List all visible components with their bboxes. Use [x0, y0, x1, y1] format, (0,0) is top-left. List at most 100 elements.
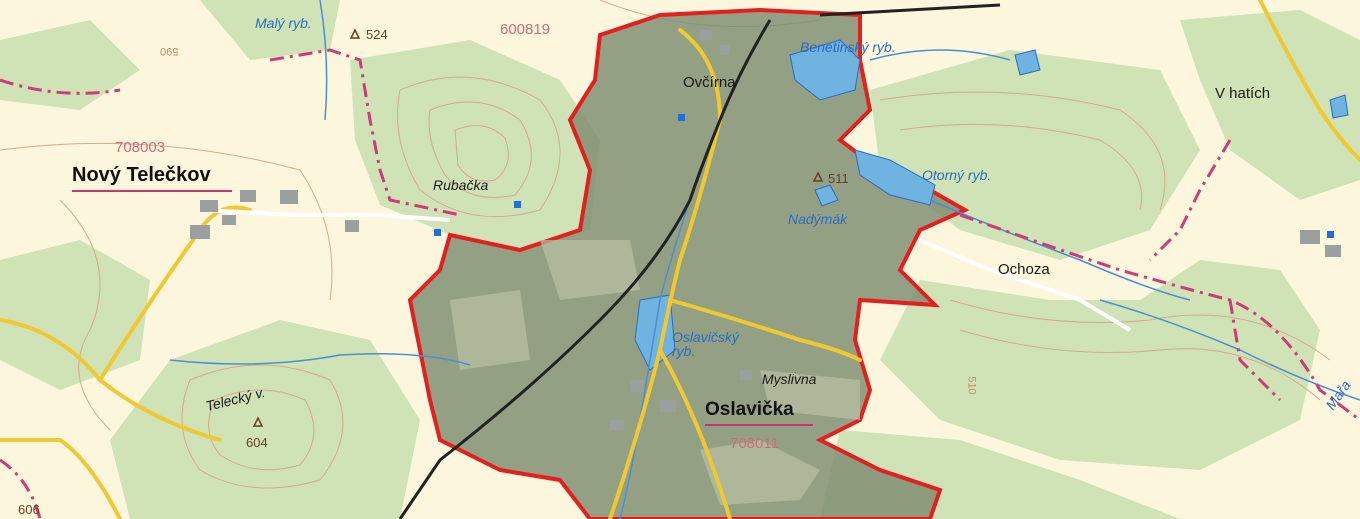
pond-benetinsky: [789, 39, 861, 101]
settlement-code-708011: 708011: [730, 435, 779, 452]
stream-5: [1099, 299, 1360, 401]
contour-3: [454, 125, 509, 182]
contour-7: [949, 299, 1331, 361]
water-label-benetinsky-ryb: Benetinský ryb.: [800, 39, 896, 55]
building: [240, 190, 256, 202]
stream-4: [929, 199, 1191, 301]
forest-telecky: [110, 320, 420, 519]
building: [280, 190, 298, 204]
stream-1: [319, 0, 328, 121]
elevation-label-606: 606: [18, 502, 40, 517]
elevation-label-511: 511: [828, 171, 849, 186]
stream-6: [169, 353, 471, 366]
water-label-otorny-ryb: Otorný ryb.: [922, 167, 992, 183]
pond-e: [1329, 94, 1349, 119]
water-tank-icon: [434, 229, 441, 236]
railway-2: [819, 3, 1001, 17]
field-south: [700, 440, 820, 505]
boundary-lines: [0, 48, 1360, 519]
minor-road-1: [199, 208, 451, 222]
settlement-label-oslavicka: Oslavička: [705, 399, 794, 420]
water-tank-icon: [514, 201, 521, 208]
stream-3: [619, 199, 691, 519]
road-ne: [1258, 0, 1360, 162]
field-myslivna: [760, 370, 860, 420]
area-fields: [450, 240, 860, 505]
place-label-rubacka: Rubačka: [433, 177, 489, 193]
boundary-3: [959, 213, 1360, 422]
forest-nw: [0, 20, 140, 110]
trig-point-icon: [252, 416, 264, 427]
contour-6: [0, 142, 333, 301]
building: [190, 225, 210, 239]
elevation-label-524: 524: [366, 27, 388, 42]
road-main: [608, 28, 723, 519]
elevation-label-604: 604: [246, 435, 268, 450]
minor-road-2: [919, 238, 1132, 332]
place-label-ochoza: Ochoza: [998, 261, 1050, 278]
settlement-underline: [72, 190, 232, 192]
water-label-nadymak: Nadýmák: [788, 211, 848, 227]
buildings: [190, 30, 1341, 430]
pond-otorny: [854, 149, 936, 206]
stream-2: [869, 49, 1011, 61]
settlement-code-708003: 708003: [115, 139, 166, 156]
road-3: [0, 438, 122, 519]
settlement-label-novy-teleckov: Nový Telečkov: [72, 164, 211, 186]
contour-1: [397, 76, 561, 218]
contour-2: [428, 101, 532, 198]
pond-nadymak: [814, 184, 839, 207]
settlement-underline: [705, 424, 813, 426]
trig-point-icons: [252, 28, 824, 427]
building: [740, 370, 752, 380]
contour-label-590: 590: [160, 45, 179, 57]
road-east: [668, 298, 862, 362]
contour-5: [208, 389, 315, 471]
contour-9: [879, 91, 1166, 211]
building: [610, 420, 624, 430]
building: [700, 30, 712, 40]
place-label-v-hatich: V hatích: [1215, 85, 1271, 102]
contour-lines: [0, 0, 1331, 489]
place-label-myslivna: Myslivna: [762, 371, 817, 387]
place-label-ovcirna: Ovčírna: [683, 74, 736, 91]
building: [660, 400, 676, 412]
building: [1300, 230, 1320, 244]
forest-rubacka: [350, 40, 600, 250]
contour-8: [959, 329, 1321, 401]
field-center: [540, 240, 640, 300]
road-2: [98, 205, 252, 382]
road-south: [658, 348, 732, 519]
water-label-maly-ryb: Malý ryb.: [255, 15, 312, 31]
railway: [398, 19, 772, 519]
pond-ne: [1014, 49, 1041, 76]
building: [630, 380, 644, 392]
trig-point-icon: [349, 28, 361, 39]
boundary-2: [269, 48, 461, 217]
building: [345, 220, 359, 232]
water-tank-icon: [678, 114, 685, 121]
boundary-5: [1228, 299, 1282, 402]
contour-10: [899, 123, 1143, 211]
forest-e: [1180, 10, 1360, 200]
boundary-1: [0, 78, 121, 95]
boundary-6: [0, 458, 42, 519]
minor-roads: [199, 208, 1132, 332]
building: [222, 215, 236, 225]
contour-4: [181, 364, 344, 489]
water-tank-icon: [1327, 231, 1334, 238]
trig-point-icon: [812, 171, 824, 182]
forest-w: [0, 240, 150, 390]
boundary-4: [1148, 139, 1232, 262]
code-600819: 600819: [500, 21, 551, 38]
streams: [169, 0, 1360, 519]
water-tank-icons: [434, 114, 1334, 238]
contour-12: [59, 199, 111, 431]
building: [1325, 245, 1341, 257]
forest-se: [880, 260, 1320, 470]
forest-n: [200, 0, 340, 60]
